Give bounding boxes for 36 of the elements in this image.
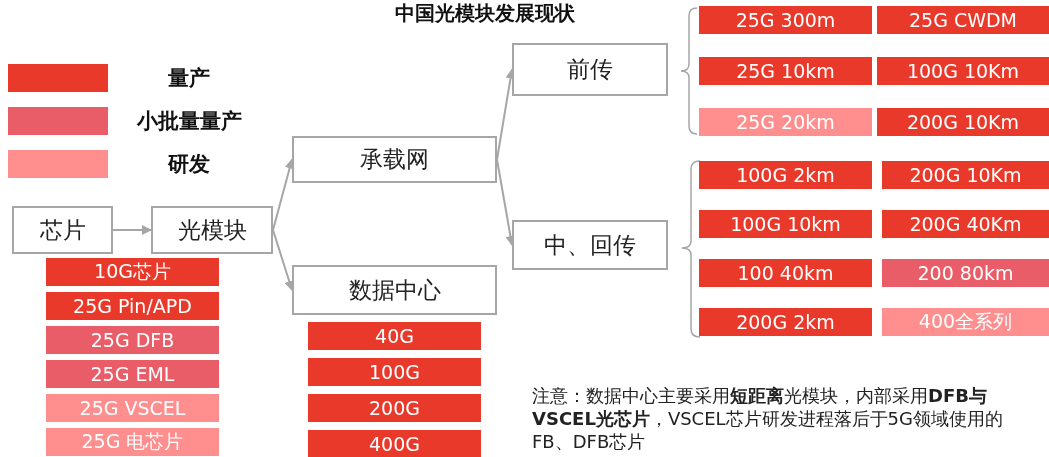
status-bar: 25G EML [46, 360, 219, 388]
status-bar: 400全系列 [882, 308, 1049, 336]
status-bar: 25G Pin/APD [46, 292, 219, 320]
status-bar: 40G [308, 322, 481, 350]
status-bar: 200 80km [882, 259, 1049, 287]
status-bar: 25G 10km [699, 57, 872, 85]
status-bar: 200G 2km [699, 308, 872, 336]
status-bar: 100G 10km [699, 210, 872, 238]
process-box: 芯片 [12, 206, 113, 254]
status-bar: 100G [308, 358, 481, 386]
status-bar: 200G 10Km [882, 161, 1049, 189]
status-bar: 100G 2km [699, 161, 872, 189]
status-bar: 200G 10Km [877, 108, 1049, 136]
diagram-title: 中国光模块发展现状 [394, 0, 576, 27]
status-bar: 25G 300m [699, 6, 872, 34]
arrow [112, 225, 152, 235]
status-bar: 25G CWDM [877, 6, 1049, 34]
status-bar: 25G 电芯片 [46, 428, 219, 456]
process-box: 数据中心 [292, 265, 497, 315]
status-bar: 25G 20km [699, 108, 872, 136]
legend-label: 量产 [167, 65, 211, 92]
status-bar: 10G芯片 [46, 258, 219, 286]
status-bar: 100 40km [699, 259, 872, 287]
process-box: 中、回传 [512, 220, 668, 270]
legend-label: 小批量量产 [135, 108, 243, 135]
process-box: 承载网 [292, 136, 497, 183]
status-bar: 200G 40Km [882, 210, 1049, 238]
legend-label: 研发 [167, 151, 211, 178]
status-bar: 100G 10Km [877, 57, 1049, 85]
status-bar: 25G VSCEL [46, 394, 219, 422]
process-box: 光模块 [151, 206, 273, 254]
status-bar: 25G DFB [46, 326, 219, 354]
note-text: 注意：数据中心主要采用短距离光模块，内部采用DFB与VSCEL光芯片，VSCEL芯片研发进程落后于5G领域使用的FB、DFB芯片 [532, 384, 1004, 453]
status-bar: 200G [308, 394, 481, 422]
status-bar: 400G [308, 430, 481, 457]
process-box: 前传 [512, 43, 668, 96]
